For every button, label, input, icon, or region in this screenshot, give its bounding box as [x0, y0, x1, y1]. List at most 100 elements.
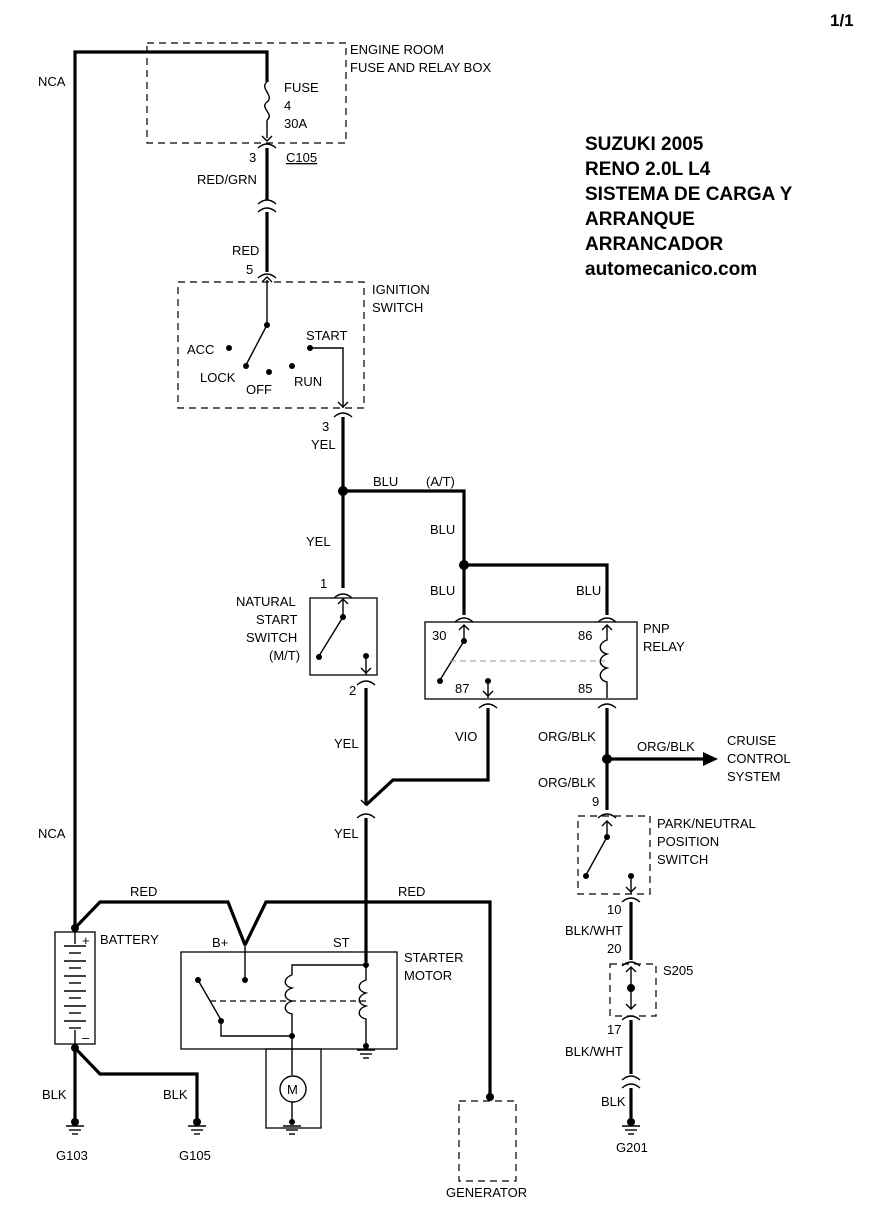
- position-run: RUN: [294, 374, 322, 389]
- terminal-st: ST: [333, 935, 350, 950]
- nss-pin-in: 1: [320, 576, 327, 591]
- label-at: (A/T): [426, 474, 455, 489]
- connector-cup: [257, 143, 277, 149]
- ignition-pin-out: 3: [322, 419, 329, 434]
- label-blk-2: BLK: [163, 1087, 188, 1102]
- title-line-1: SUZUKI 2005: [585, 134, 704, 155]
- fuse-label: FUSE: [284, 80, 319, 95]
- label-org-blk-3: ORG/BLK: [538, 775, 596, 790]
- fuse-symbol: [264, 81, 270, 121]
- pnp-pin-87: 87: [455, 681, 469, 696]
- label-nca-top: NCA: [38, 74, 66, 89]
- fuse-box-pin: 3: [249, 150, 256, 165]
- label-nca-bottom: NCA: [38, 826, 66, 841]
- battery-ground-wires: BLK BLK G103 G105: [42, 1046, 211, 1163]
- engine-room-fuse-box: ENGINE ROOM FUSE AND RELAY BOX FUSE 4 30…: [146, 42, 491, 165]
- motor-symbol-letter: M: [287, 1082, 298, 1097]
- nca-wire: NCA NCA: [38, 50, 269, 928]
- battery-plus: +: [82, 933, 90, 948]
- ignition-name-2: SWITCH: [372, 300, 423, 315]
- label-blu-1: BLU: [373, 474, 398, 489]
- pnp-pin-85: 85: [578, 681, 592, 696]
- label-yel-2: YEL: [306, 534, 331, 549]
- generator-name: GENERATOR: [446, 1185, 527, 1200]
- page-number: 1/1: [830, 11, 854, 30]
- splice-pin-out: 17: [607, 1022, 621, 1037]
- fuse-rating: 30A: [284, 116, 307, 131]
- battery-minus: –: [82, 1030, 90, 1045]
- label-blk-wht-2: BLK/WHT: [565, 1044, 623, 1059]
- yel-wire-upper: YEL YEL: [306, 417, 348, 588]
- label-blk-1: BLK: [42, 1087, 67, 1102]
- generator: GENERATOR: [446, 1093, 527, 1200]
- label-blu-3: BLU: [430, 583, 455, 598]
- label-yel-3: YEL: [334, 736, 359, 751]
- pnp-pin-30: 30: [432, 628, 446, 643]
- ignition-name-1: IGNITION: [372, 282, 430, 297]
- motor-symbol-icon: [279, 1075, 307, 1103]
- pns-pin-out: 10: [607, 902, 621, 917]
- label-red-batt-left: RED: [130, 884, 157, 899]
- org-blk-wire: ORG/BLK ORG/BLK CRUISE CONTROL SYSTEM OR…: [538, 708, 791, 810]
- red-grn-wire: RED/GRN RED 5: [197, 148, 277, 283]
- pns-name-1: PARK/NEUTRAL: [657, 816, 756, 831]
- title-line-6: automecanico.com: [585, 259, 757, 280]
- fuse-box-name-1: ENGINE ROOM: [350, 42, 444, 57]
- label-blk-wht-1: BLK/WHT: [565, 923, 623, 938]
- nss-pin-out: 2: [349, 683, 356, 698]
- fuse-number: 4: [284, 98, 291, 113]
- label-red-grn: RED/GRN: [197, 172, 257, 187]
- label-org-blk-1: ORG/BLK: [538, 729, 596, 744]
- battery: + – BATTERY: [54, 924, 159, 1052]
- connector-c105: C105: [286, 150, 317, 165]
- ground-g105: G105: [179, 1148, 211, 1163]
- pns-name-2: POSITION: [657, 834, 719, 849]
- blk-wht-wire: BLK/WHT 20 S205 17 BLK/WHT BLK G201: [565, 902, 693, 1155]
- cruise-line-3: SYSTEM: [727, 769, 780, 784]
- ground-g103: G103: [56, 1148, 88, 1163]
- diagram-title: SUZUKI 2005 RENO 2.0L L4 SISTEMA DE CARG…: [585, 134, 793, 280]
- label-red-batt-right: RED: [398, 884, 425, 899]
- nss-name-2: START: [256, 612, 297, 627]
- battery-name: BATTERY: [100, 932, 159, 947]
- splice-s205: S205: [663, 963, 693, 978]
- position-acc: ACC: [187, 342, 214, 357]
- label-blu-2: BLU: [430, 522, 455, 537]
- cruise-line-2: CONTROL: [727, 751, 791, 766]
- label-red: RED: [232, 243, 259, 258]
- red-battery-wires: RED RED: [73, 884, 492, 1097]
- title-line-2: RENO 2.0L L4: [585, 159, 711, 180]
- starter-name-1: STARTER: [404, 950, 463, 965]
- vio-yel-wires: YEL VIO YEL: [334, 688, 490, 962]
- ignition-switch: IGNITION SWITCH ACC LOCK OFF RUN START 3: [177, 280, 430, 434]
- starter-name-2: MOTOR: [404, 968, 452, 983]
- nss-name-3: SWITCH: [246, 630, 297, 645]
- starter-motor: STARTER MOTOR B+ ST M: [180, 935, 463, 1135]
- label-yel-4: YEL: [334, 826, 359, 841]
- title-line-3: SISTEMA DE CARGA Y: [585, 184, 793, 205]
- ground-g201: G201: [616, 1140, 648, 1155]
- label-blu-4: BLU: [576, 583, 601, 598]
- connector-arrow: [261, 135, 273, 142]
- position-lock: LOCK: [200, 370, 236, 385]
- position-start: START: [306, 328, 347, 343]
- ignition-pin-in: 5: [246, 262, 253, 277]
- pns-name-3: SWITCH: [657, 852, 708, 867]
- park-neutral-switch: PARK/NEUTRAL POSITION SWITCH 10: [577, 813, 756, 917]
- cruise-line-1: CRUISE: [727, 733, 776, 748]
- label-org-blk-2: ORG/BLK: [637, 739, 695, 754]
- pnp-name-2: RELAY: [643, 639, 685, 654]
- blu-wire: BLU (A/T) BLU BLU BLU: [343, 474, 609, 615]
- pns-pin-in: 9: [592, 794, 599, 809]
- label-blk-3: BLK: [601, 1094, 626, 1109]
- natural-start-switch: 1 NATURAL START SWITCH (M/T) 2: [236, 576, 378, 698]
- nss-name-4: (M/T): [269, 648, 300, 663]
- label-yel-1: YEL: [311, 437, 336, 452]
- pnp-pin-86: 86: [578, 628, 592, 643]
- title-line-4: ARRANQUE: [585, 209, 695, 230]
- label-vio: VIO: [455, 729, 477, 744]
- fuse-box-name-2: FUSE AND RELAY BOX: [350, 60, 491, 75]
- splice-pin-in: 20: [607, 941, 621, 956]
- terminal-b-plus: B+: [212, 935, 228, 950]
